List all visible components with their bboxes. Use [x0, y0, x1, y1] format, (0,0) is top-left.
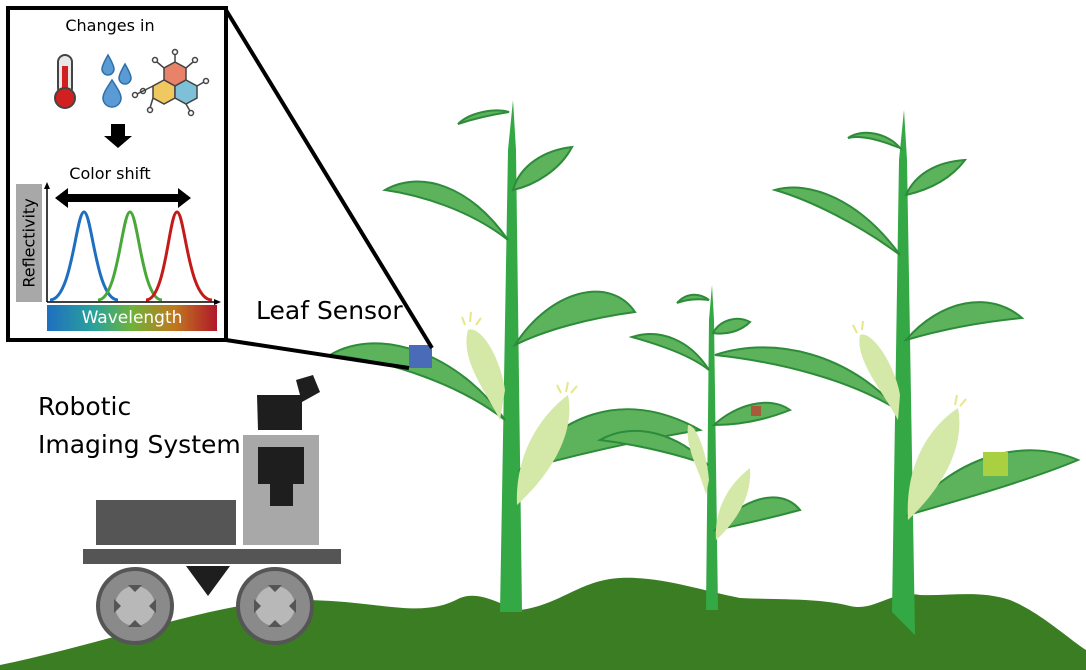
callout-line-bottom	[225, 338, 410, 370]
ground	[0, 577, 1086, 670]
robot-platform	[83, 549, 341, 564]
robot-tank-dark	[96, 500, 236, 545]
plant-right	[714, 110, 1081, 635]
leaf-sensor-yellow	[983, 452, 1008, 476]
color-shift-label: Color shift	[69, 164, 151, 183]
reflectivity-axis-label: Reflectivity	[16, 184, 42, 302]
wavelength-text: Wavelength	[81, 308, 183, 328]
thermometer-icon	[54, 54, 76, 109]
color-shift-arrow	[55, 188, 191, 208]
peak-green	[97, 210, 163, 302]
robot-wheel-left	[96, 567, 174, 645]
plant-left	[326, 100, 703, 612]
robot-nozzle	[186, 566, 230, 596]
down-arrow-icon	[104, 124, 132, 148]
leaf-sensor-brown	[751, 406, 761, 416]
wavelength-axis-bar: Wavelength	[47, 305, 217, 331]
inset-title: Changes in	[65, 16, 155, 35]
robotic-imaging-system-label: Robotic Imaging System	[38, 388, 241, 464]
leaf-sensor-blue	[409, 345, 432, 368]
robot-sensor-block	[258, 447, 304, 506]
robot-label-line2: Imaging System	[38, 430, 241, 459]
robot-label-line1: Robotic	[38, 392, 132, 421]
callout-line-top	[224, 8, 434, 350]
peak-red	[145, 210, 213, 302]
leaf-sensor-label: Leaf Sensor	[256, 296, 403, 325]
robot-camera	[257, 375, 320, 430]
peak-blue	[49, 210, 119, 302]
water-drops-icon	[101, 53, 132, 108]
robotic-imaging-system	[83, 375, 341, 645]
reflectivity-text: Reflectivity	[19, 198, 39, 288]
plant-middle	[596, 285, 802, 610]
robot-wheel-right	[236, 567, 314, 645]
inset-box	[6, 6, 228, 342]
molecule-icon	[131, 48, 210, 117]
